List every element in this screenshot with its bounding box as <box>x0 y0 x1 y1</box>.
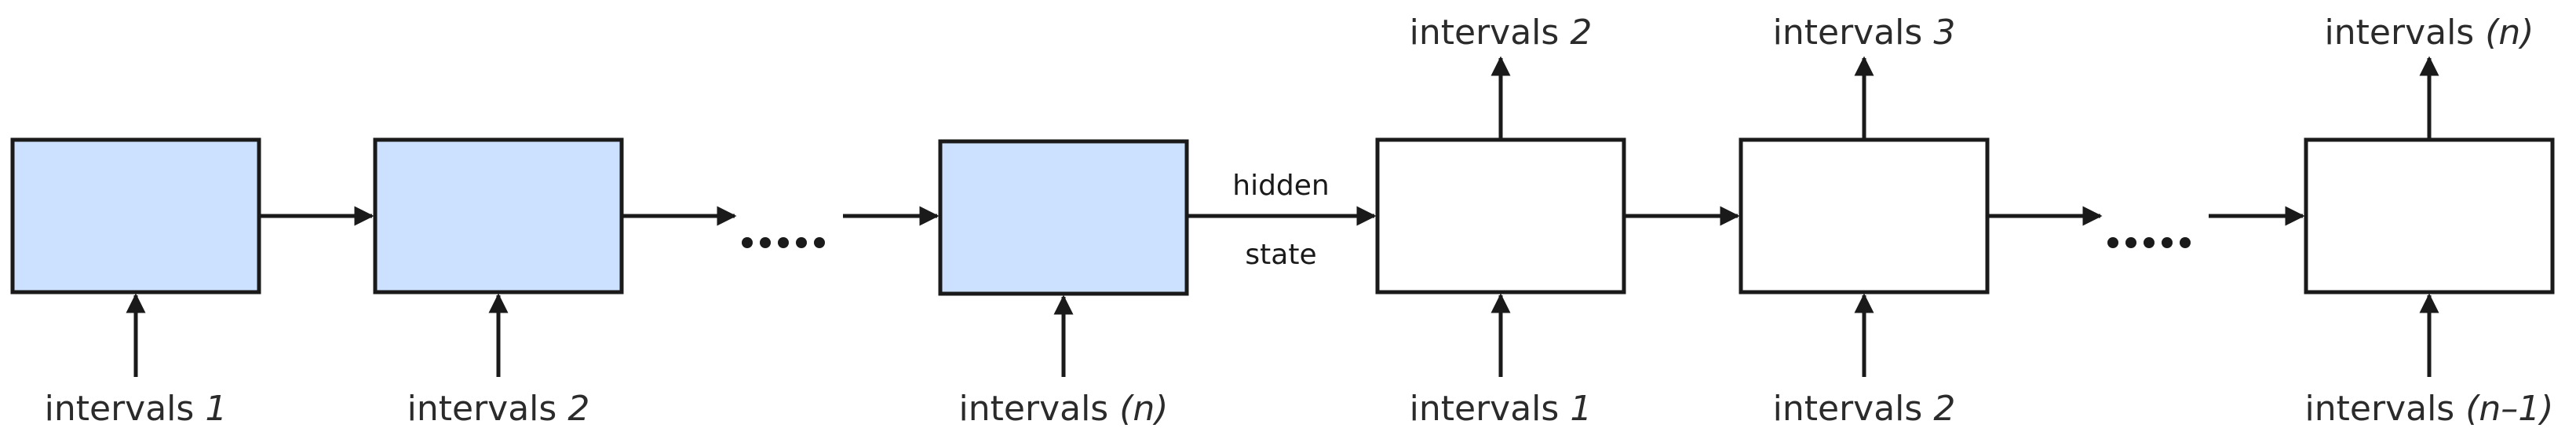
decoder-output-label-1: intervals 2 <box>1410 13 1593 53</box>
decoder-input-label-1: intervals 1 <box>1410 389 1593 429</box>
encoder-input-label-2: intervals 2 <box>407 389 590 429</box>
decoder-output-label-2: intervals 3 <box>1773 13 1956 53</box>
encoder-cell-n <box>938 139 1189 296</box>
encoder-input-label-1: intervals 1 <box>45 389 228 429</box>
encoder-cell-2 <box>373 137 624 294</box>
decoder-cell-2 <box>1739 137 1990 294</box>
decoder-output-label-n: intervals (n) <box>2325 13 2534 53</box>
hidden-state-label-line1: hidden <box>1232 170 1330 202</box>
encoder-ellipsis <box>742 237 825 248</box>
decoder-cell-n <box>2304 137 2555 294</box>
decoder-input-label-2: intervals 2 <box>1773 389 1956 429</box>
decoder-cell-1 <box>1375 137 1626 294</box>
encoder-input-label-n: intervals (n) <box>959 389 1169 429</box>
decoder-ellipsis <box>2107 237 2191 248</box>
decoder-input-label-n: intervals (n–1) <box>2305 389 2554 429</box>
hidden-state-label-line2: state <box>1245 239 1316 271</box>
encoder-cell-1 <box>10 137 261 294</box>
